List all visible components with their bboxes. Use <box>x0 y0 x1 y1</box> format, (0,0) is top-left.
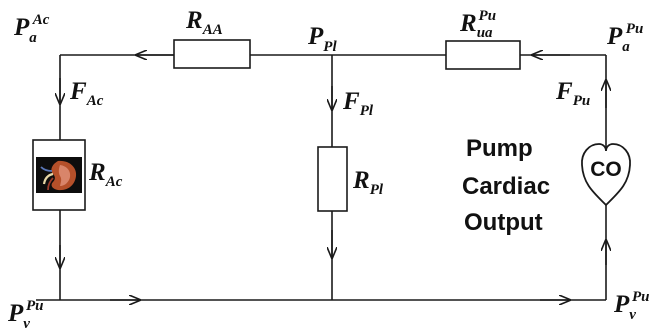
pump-label-line2: Cardiac <box>462 173 550 200</box>
label-r-aa: RAA <box>185 7 223 38</box>
node-label-pa-ac: PaAc <box>13 12 50 46</box>
flow-arrows <box>60 55 606 300</box>
node-label-pv-pu-right: PvPu <box>613 289 649 323</box>
resistor-r-aa <box>173 39 251 69</box>
kidney-resistor <box>32 139 86 211</box>
resistor-r-pl <box>317 146 348 212</box>
resistor-r-ua <box>445 40 521 70</box>
heart-label: CO <box>590 158 622 181</box>
node-label-pa-pu: PaPu <box>606 21 643 55</box>
pump-label: Pump Cardiac Output <box>462 135 550 236</box>
pump-label-line1: Pump <box>466 135 533 162</box>
label-r-ac: RAc <box>88 159 123 190</box>
label-r-ua: RuaPu <box>459 8 496 41</box>
node-label-p-pl: PPl <box>307 23 337 55</box>
label-f-pu: FPu <box>555 78 590 109</box>
label-r-pl: RPl <box>352 167 384 198</box>
node-label-pv-pu-left: PvPu <box>7 298 43 332</box>
heart-pump: CO <box>581 143 631 207</box>
label-f-ac: FAc <box>69 78 104 109</box>
pump-label-line3: Output <box>464 209 543 236</box>
heart-icon <box>581 143 631 207</box>
kidney-icon <box>40 160 77 191</box>
label-f-pl: FPl <box>342 88 374 119</box>
